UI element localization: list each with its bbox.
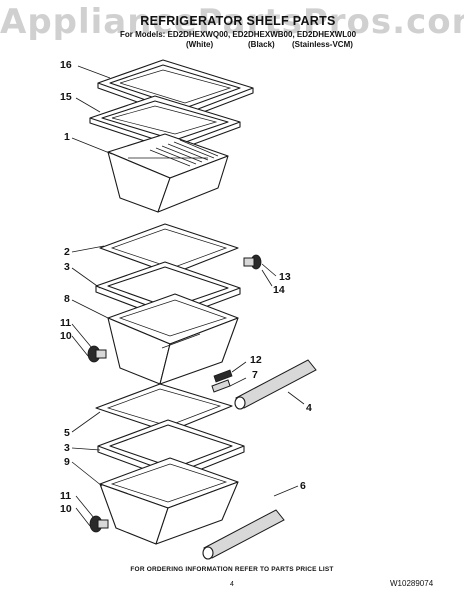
diagram-title: REFRIGERATOR SHELF PARTS: [140, 14, 336, 28]
callout-11-lower: 11: [60, 490, 72, 502]
part-10-11-knob-lower: [89, 515, 109, 533]
callout-6: 6: [300, 480, 306, 492]
document-number: W10289074: [390, 579, 434, 588]
part-9-crisper-drawer: [99, 457, 239, 545]
page-number: 4: [230, 581, 234, 588]
callout-4: 4: [306, 402, 312, 414]
callout-5: 5: [64, 427, 70, 439]
callout-3-upper: 3: [64, 261, 70, 273]
part-2-glass-panel: [99, 223, 239, 275]
callout-12: 12: [250, 354, 262, 366]
variant-stainless: (Stainless-VCM): [292, 40, 353, 49]
part-13-14-roller: [243, 254, 262, 270]
part-8-crisper-drawer: [107, 293, 239, 385]
callout-10-lower: 10: [60, 503, 72, 515]
part-5-glass-panel: [95, 383, 233, 433]
callout-13: 13: [279, 271, 291, 283]
callout-16: 16: [60, 59, 72, 71]
callout-9: 9: [64, 456, 70, 468]
model-numbers: For Models: ED2DHEXWQ00, ED2DHEXWB00, ED…: [119, 30, 357, 39]
callout-11-upper: 11: [60, 317, 72, 329]
part-12-7-clips: [211, 369, 233, 393]
variant-white: (White): [186, 40, 214, 49]
ordering-information-note: FOR ORDERING INFORMATION REFER TO PARTS …: [130, 566, 334, 573]
callout-8: 8: [64, 293, 70, 305]
part-4-cover-rod: [234, 359, 317, 410]
part-1-crisper-pan: [107, 133, 229, 213]
part-10-11-knob-upper: [87, 345, 107, 363]
part-6-cover-rod: [202, 509, 285, 560]
variant-black: (Black): [248, 40, 275, 49]
callout-15: 15: [60, 91, 72, 103]
callout-7: 7: [252, 369, 258, 381]
part-16-shelf-frame: [97, 59, 254, 120]
leader-lines: [71, 65, 305, 527]
callout-1: 1: [64, 131, 70, 143]
callout-10-upper: 10: [60, 330, 72, 342]
callout-3-lower: 3: [64, 442, 70, 454]
callout-14: 14: [273, 284, 285, 296]
callout-2: 2: [64, 246, 70, 258]
